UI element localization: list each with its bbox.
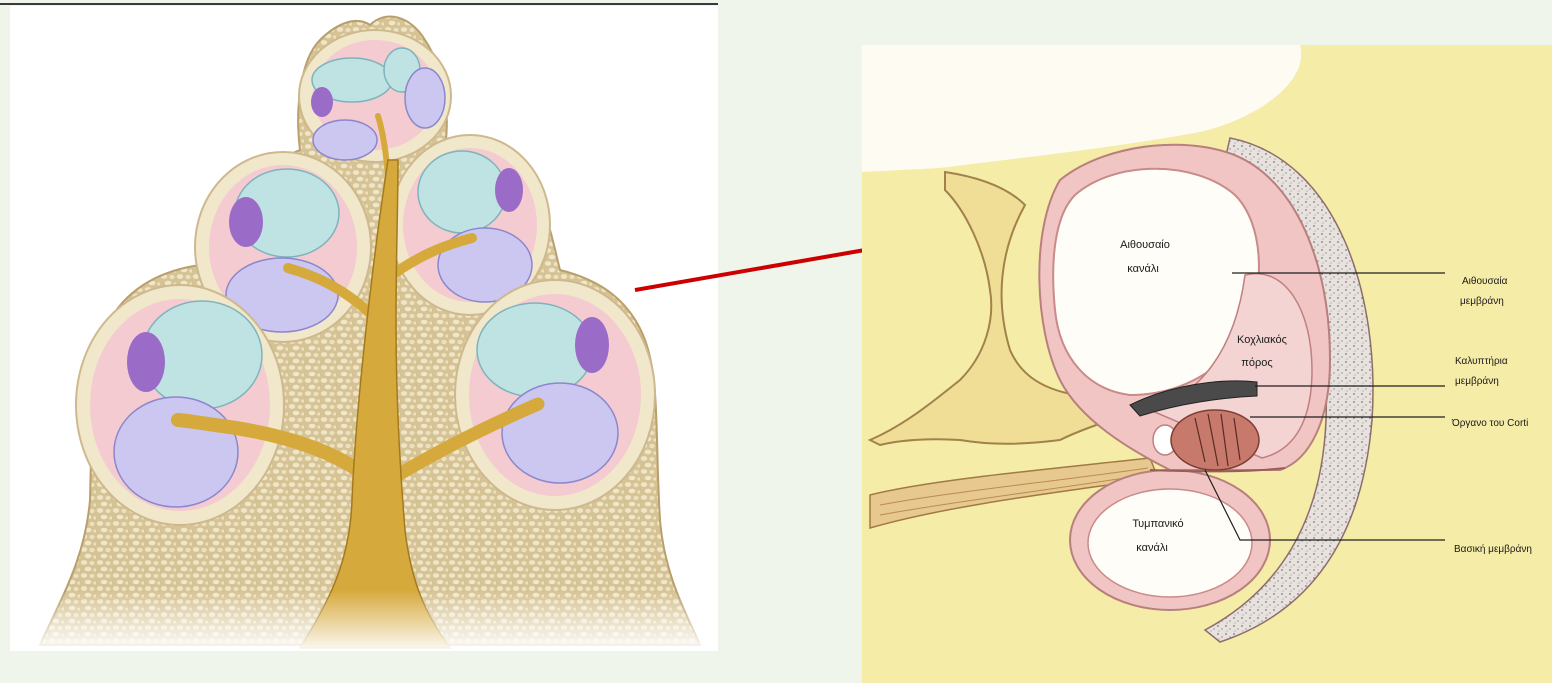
label-vestibular-membrane-line1: Αιθουσαία [1462,275,1508,287]
label-tectorial-membrane-line1: Καλυπτήρια [1455,355,1508,367]
label-scala-tympani-line1: Τυμπανικό [1132,518,1183,530]
right-panel-cochlear-duct-section: Αιθουσαίο κανάλι Κοχλιακός πόρος Τυμπανι… [862,45,1552,683]
cochlear-turn-basal-right [455,280,655,510]
label-scala-vestibuli-line1: Αιθουσαίο [1120,239,1170,251]
scala-tympani-region [313,120,377,160]
label-basilar-membrane: Βασική μεμβράνη [1454,543,1532,555]
cochlear-duct-region [575,317,609,373]
cochlear-turn-apical [299,30,451,162]
label-scala-vestibuli-line2: κανάλι [1127,263,1159,275]
label-cochlear-duct-line2: πόρος [1241,357,1272,369]
label-tectorial-membrane-line2: μεμβράνη [1455,375,1499,387]
scala-vestibuli-region [418,151,506,233]
cochlear-duct-region [229,197,263,247]
label-organ-of-corti: Όργανο του Corti [1451,418,1528,429]
left-panel-bottom-fade [10,590,718,651]
cochlear-duct-region [311,87,333,117]
organ-of-corti [1171,410,1259,470]
scala-tympani-region [502,383,618,483]
cochlear-duct-region [127,332,165,392]
left-panel-cochlea-section [0,4,718,651]
label-vestibular-membrane-line2: μεμβράνη [1460,295,1504,307]
cochlear-duct-region [495,168,523,212]
label-scala-tympani-line2: κανάλι [1136,542,1168,554]
scala-tympani [1088,489,1252,597]
cochlear-turn-basal-left [76,285,284,525]
scala-tympani-region [405,68,445,128]
label-cochlear-duct-line1: Κοχλιακός [1237,334,1287,346]
